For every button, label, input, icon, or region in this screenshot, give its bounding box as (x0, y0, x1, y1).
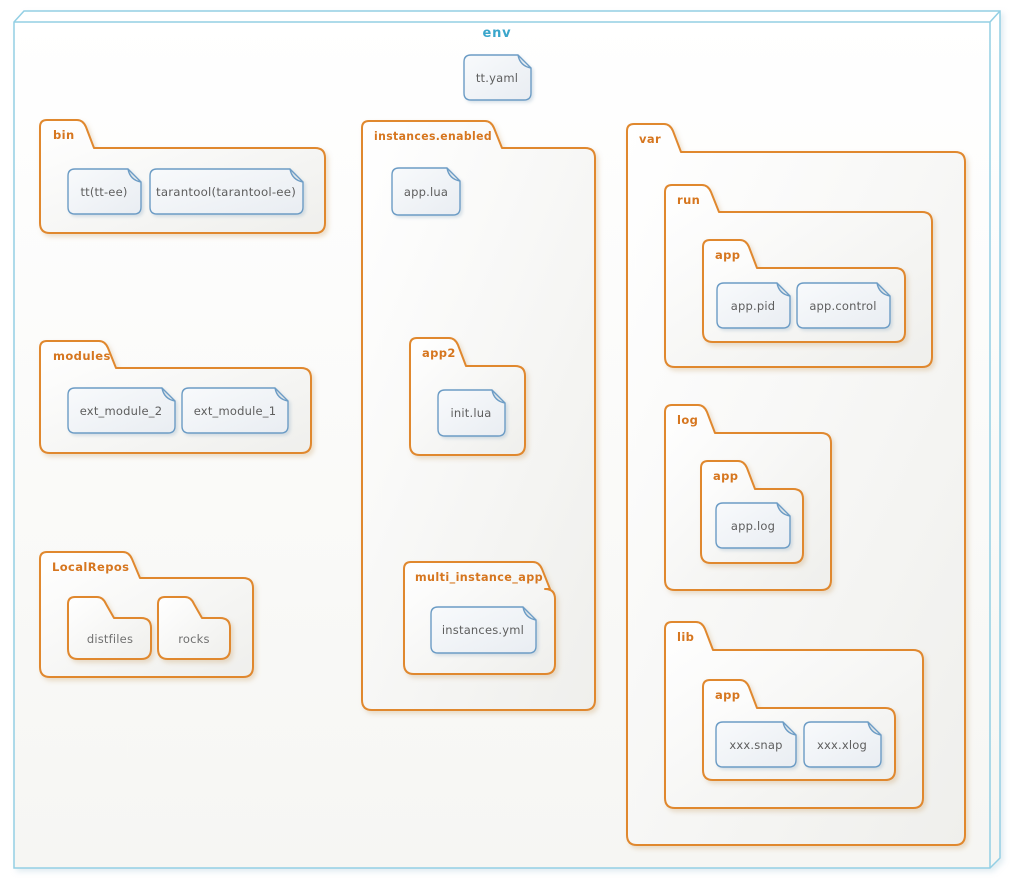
folder-run-app: app app.pid app.control (702, 239, 906, 343)
file-app-lua: app.lua (391, 167, 461, 216)
file-xxx-snap-label: xxx.snap (729, 738, 782, 752)
file-icon (715, 721, 797, 768)
file-xxx-snap: xxx.snap (715, 721, 797, 768)
folder-lib-app-label: app (715, 688, 740, 702)
folder-localrepos-label: LocalRepos (52, 560, 129, 574)
file-tt: tt(tt-ee) (67, 168, 142, 215)
folder-rocks: rocks (157, 596, 231, 660)
folder-modules-label: modules (53, 349, 111, 363)
folder-var: var run app app.pid app.control log (626, 123, 966, 846)
folder-icon (157, 596, 231, 660)
folder-var-label: var (639, 132, 661, 146)
file-tarantool-label: tarantool(tarantool-ee) (156, 185, 296, 199)
folder-modules: modules ext_module_2 ext_module_1 (39, 340, 312, 454)
env-node-label: env (483, 26, 512, 41)
file-ext-module-2: ext_module_2 (67, 387, 176, 434)
file-app-lua-label: app.lua (404, 185, 448, 199)
folder-multi-instance-app: multi_instance_app instances.yml (403, 561, 556, 675)
file-icon (715, 502, 791, 549)
folder-log-label: log (677, 413, 698, 427)
file-icon (67, 168, 142, 215)
file-tt-yaml: tt.yaml (463, 54, 532, 101)
folder-run-label: run (677, 193, 700, 207)
file-tt-label: tt(tt-ee) (80, 185, 127, 199)
file-icon (796, 282, 891, 329)
env-node-front-frame (14, 10, 1001, 868)
file-app-log: app.log (715, 502, 791, 549)
folder-distfiles: distfiles (67, 596, 152, 660)
file-app-control: app.control (796, 282, 891, 329)
folder-localrepos: LocalRepos distfiles rocks (39, 551, 254, 678)
file-xxx-xlog-label: xxx.xlog (817, 738, 867, 752)
folder-lib-label: lib (677, 630, 694, 644)
file-icon (803, 721, 882, 768)
file-icon (181, 387, 289, 434)
folder-multi-instance-app-label: multi_instance_app (415, 570, 543, 585)
folder-log-app: app app.log (700, 460, 804, 564)
folder-instances-enabled-label: instances.enabled (374, 129, 492, 143)
file-app-pid-label: app.pid (731, 299, 776, 313)
file-xxx-xlog: xxx.xlog (803, 721, 882, 768)
folder-lib-app: app xxx.snap xxx.xlog (702, 679, 896, 781)
file-app-log-label: app.log (731, 519, 775, 533)
folder-run: run app app.pid app.control (664, 184, 933, 368)
folder-app2-label: app2 (422, 346, 456, 360)
file-init-lua-label: init.lua (451, 406, 492, 420)
file-icon (463, 54, 532, 101)
folder-lib: lib app xxx.snap xxx.xlog (664, 621, 924, 809)
folder-distfiles-label: distfiles (87, 632, 133, 646)
folder-run-app-label: app (715, 248, 740, 262)
folder-instances-enabled: instances.enabled app.lua app2 init.lua … (361, 120, 596, 711)
folder-icon (67, 596, 152, 660)
file-instances-yml-label: instances.yml (442, 623, 524, 637)
folder-log: log app app.log (664, 404, 832, 591)
file-tarantool: tarantool(tarantool-ee) (149, 168, 304, 215)
file-icon (149, 168, 304, 215)
file-app-pid: app.pid (716, 282, 791, 329)
folder-bin-label: bin (53, 128, 75, 142)
folder-bin: bin tt(tt-ee) tarantool(tarantool-ee) (39, 119, 326, 234)
file-ext-module-1-label: ext_module_1 (194, 404, 277, 418)
folder-rocks-label: rocks (178, 632, 210, 646)
file-app-control-label: app.control (809, 299, 876, 313)
file-instances-yml: instances.yml (430, 606, 537, 654)
file-ext-module-2-label: ext_module_2 (80, 404, 163, 418)
file-ext-module-1: ext_module_1 (181, 387, 289, 434)
file-icon (391, 167, 461, 216)
file-icon (437, 389, 506, 437)
file-icon (67, 387, 176, 434)
file-init-lua: init.lua (437, 389, 506, 437)
file-icon (716, 282, 791, 329)
file-icon (430, 606, 537, 654)
folder-app2: app2 init.lua (409, 337, 526, 456)
file-tt-yaml-label: tt.yaml (476, 71, 518, 85)
folder-log-app-label: app (713, 469, 738, 483)
